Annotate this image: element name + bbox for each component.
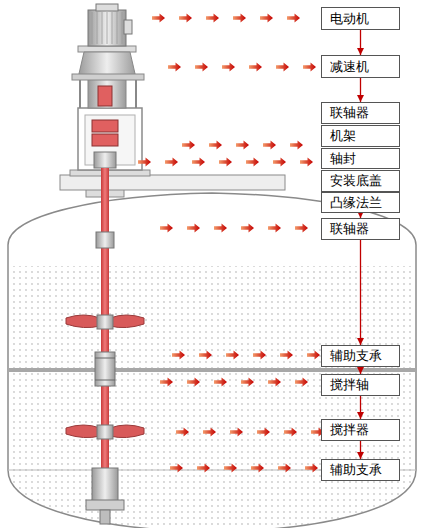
part-name: 联轴器 bbox=[330, 222, 369, 236]
part-name: 轴封 bbox=[330, 152, 356, 166]
part-name: 搅拌轴 bbox=[330, 378, 369, 392]
bottom-support-base bbox=[86, 500, 124, 510]
chain-connector bbox=[360, 441, 361, 459]
reducer-flange bbox=[72, 74, 144, 80]
chain-connector bbox=[360, 30, 361, 55]
liquid-fill bbox=[8, 266, 418, 528]
part-name: 辅助支承 bbox=[330, 349, 382, 363]
lower-impeller bbox=[66, 425, 144, 439]
reducer-housing bbox=[88, 78, 126, 108]
label-box: 减速机 bbox=[321, 55, 400, 78]
label-box: 轴封 bbox=[321, 148, 400, 169]
label-box: 搅拌轴 bbox=[321, 374, 400, 396]
part-name: 联轴器 bbox=[330, 106, 369, 120]
terminal-box bbox=[124, 20, 132, 34]
label-box: 搅拌器 bbox=[321, 419, 400, 441]
label-box: 联轴器 bbox=[321, 102, 400, 124]
label-box: 机架 bbox=[321, 125, 400, 147]
pointer-arrows bbox=[138, 13, 332, 473]
bottom-support bbox=[92, 468, 118, 502]
motor-fins bbox=[92, 12, 122, 44]
part-name: 辅助支承 bbox=[330, 463, 382, 477]
label-box: 联轴器 bbox=[321, 218, 400, 240]
reducer-top-flange bbox=[78, 46, 136, 52]
label-box: 安装底盖 bbox=[321, 170, 400, 192]
chain-connector bbox=[360, 396, 361, 419]
support-bearing bbox=[95, 352, 115, 386]
label-box: 凸缘法兰 bbox=[321, 192, 400, 213]
part-name: 电动机 bbox=[330, 12, 369, 26]
part-name: 机架 bbox=[330, 129, 356, 143]
label-box: 辅助支承 bbox=[321, 345, 400, 367]
shaft-seal bbox=[94, 152, 116, 168]
part-name: 凸缘法兰 bbox=[330, 196, 382, 210]
chain-connector bbox=[360, 240, 361, 345]
label-box: 辅助支承 bbox=[321, 459, 400, 481]
frame bbox=[78, 108, 142, 170]
bottom-support-stem bbox=[100, 510, 110, 524]
support-bearing-edge bbox=[95, 358, 115, 359]
tank-coupling bbox=[96, 232, 114, 248]
bottom-cover bbox=[70, 170, 150, 176]
upper-impeller bbox=[66, 315, 144, 329]
flange-plate bbox=[60, 175, 285, 190]
upper-coupling bbox=[92, 120, 118, 132]
reducer-leg bbox=[135, 80, 137, 108]
reducer-leg bbox=[79, 80, 81, 108]
upper-coupling bbox=[92, 134, 118, 146]
motor-body bbox=[88, 10, 126, 46]
chain-connector bbox=[360, 367, 361, 374]
part-name: 安装底盖 bbox=[330, 174, 382, 188]
motor-cap bbox=[96, 4, 118, 11]
label-box: 电动机 bbox=[321, 7, 400, 30]
part-name: 减速机 bbox=[330, 60, 369, 74]
support-bearing-edge bbox=[95, 380, 115, 381]
support-beam bbox=[8, 368, 416, 372]
chain-connector bbox=[360, 78, 361, 102]
part-name: 搅拌器 bbox=[330, 423, 369, 437]
reducer-output bbox=[98, 86, 112, 106]
